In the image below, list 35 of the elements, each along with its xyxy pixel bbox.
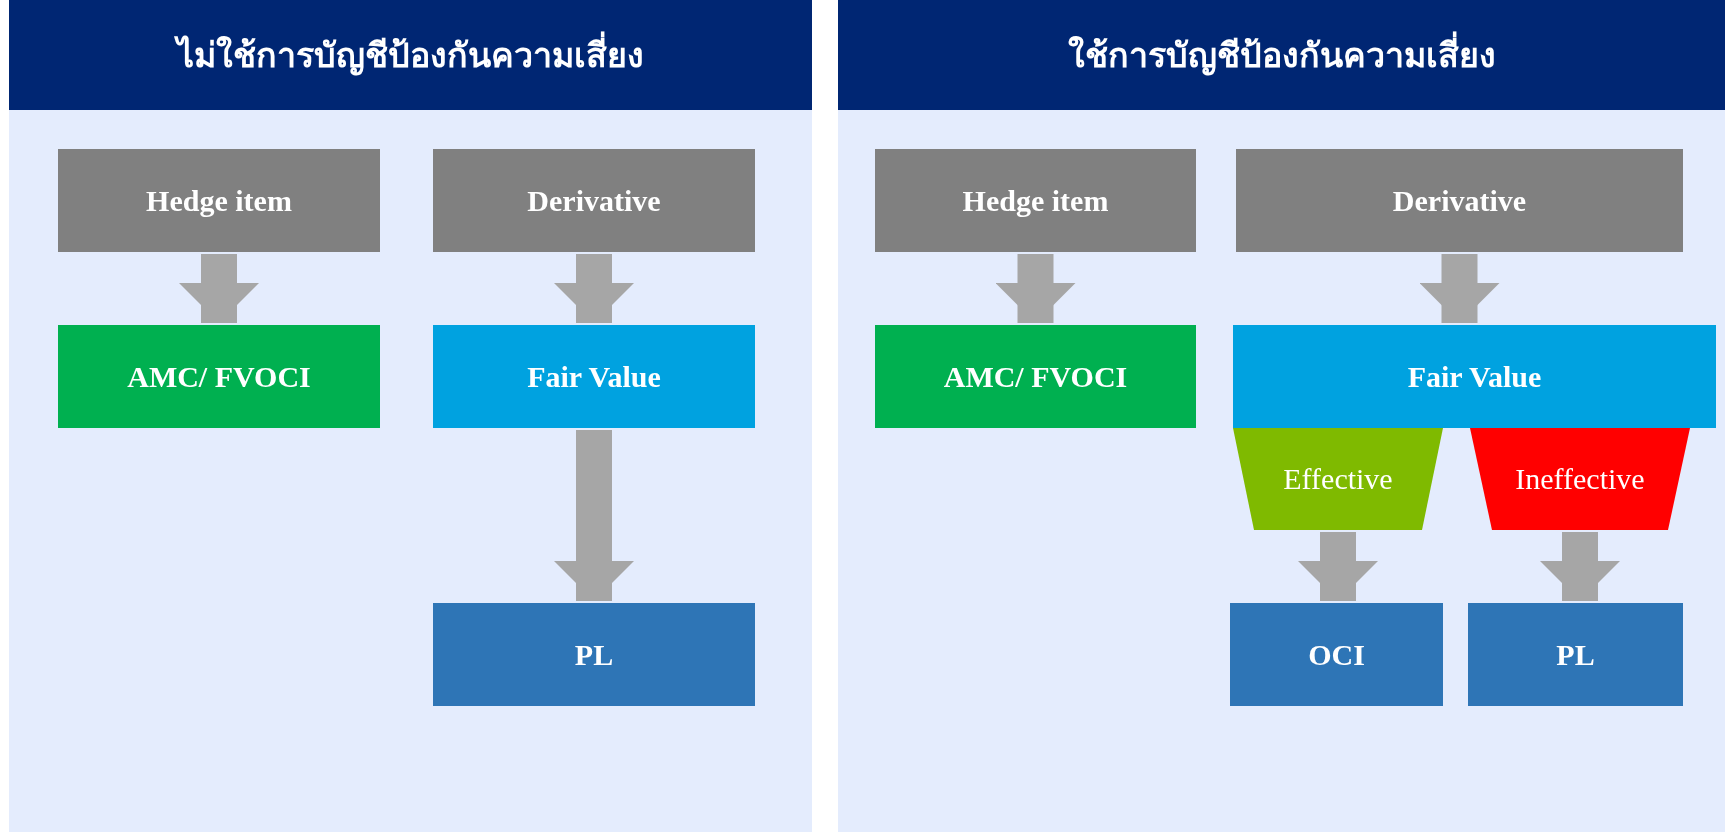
box-label: Hedge item (962, 183, 1109, 218)
process-box (433, 325, 755, 428)
box-label: Ineffective (1515, 462, 1645, 496)
process-box (433, 603, 755, 706)
arrow (1298, 532, 1378, 601)
arrow (995, 254, 1076, 323)
process-box (1468, 603, 1683, 706)
box-label: PL (1556, 637, 1595, 672)
process-box (433, 149, 755, 252)
arrow (179, 254, 259, 323)
box-label: Fair Value (1407, 359, 1542, 394)
box-label: Fair Value (527, 359, 661, 394)
box-label: PL (574, 637, 614, 672)
panel-background (838, 0, 1725, 832)
process-box (1230, 603, 1443, 706)
box-label: AMC/ FVOCI (943, 359, 1128, 394)
arrow (554, 254, 634, 323)
panel-background (9, 0, 812, 832)
panel-heading: ไม่ใช้การบัญชีป้องกันความเสี่ยง (9, 0, 812, 110)
box-label: Derivative (527, 183, 661, 218)
process-box (58, 325, 380, 428)
process-box (1236, 149, 1683, 252)
arrow (1419, 254, 1500, 323)
process-box (58, 149, 380, 252)
box-label: Hedge item (146, 183, 292, 218)
process-box (875, 149, 1196, 252)
arrow (554, 430, 634, 601)
panel-heading: ใช้การบัญชีป้องกันความเสี่ยง (838, 0, 1725, 110)
arrow (1540, 532, 1620, 601)
process-box (875, 325, 1196, 428)
box-label: Effective (1283, 462, 1393, 496)
box-label: OCI (1308, 637, 1365, 672)
box-label: AMC/ FVOCI (127, 359, 311, 394)
box-label: Derivative (1392, 183, 1527, 218)
process-box (1233, 325, 1716, 428)
